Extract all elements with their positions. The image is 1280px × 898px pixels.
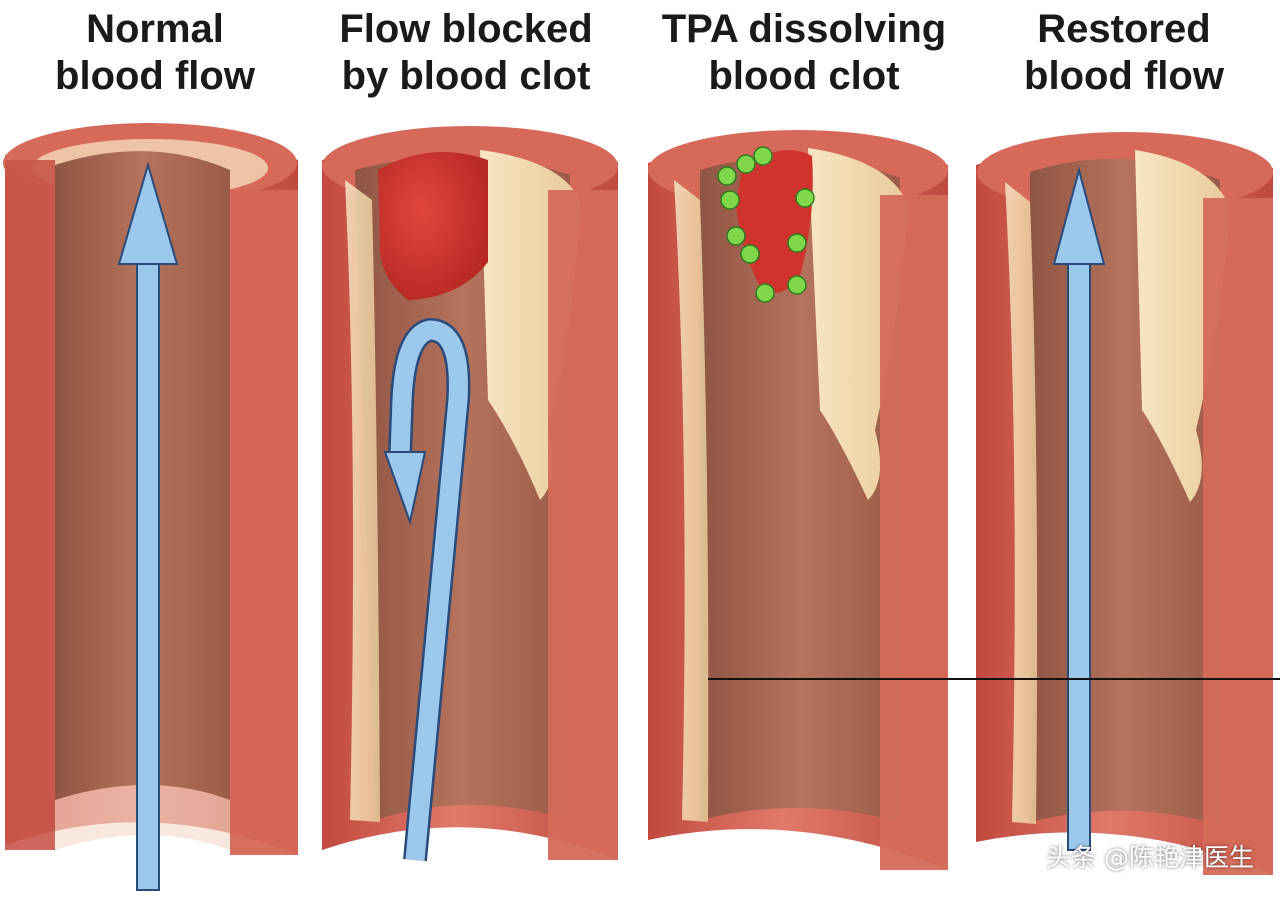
title-line-1: Flow blocked	[339, 7, 593, 51]
flow-arrow-hook	[383, 317, 471, 862]
flow-arrow-up	[117, 161, 179, 891]
title-restored-flow: Restored blood flow	[974, 6, 1274, 100]
flow-arrow-up-restored	[1052, 166, 1106, 851]
watermark: 头条 @陈艳津医生	[1046, 843, 1254, 872]
title-line-1: Normal	[86, 7, 224, 51]
title-line-1: TPA dissolving	[661, 7, 947, 51]
panel-titles: Normal blood flow Flow blocked by blood …	[0, 0, 1280, 112]
title-normal-flow: Normal blood flow	[5, 6, 305, 100]
title-tpa-dissolving: TPA dissolving blood clot	[654, 6, 954, 100]
title-line-2: blood flow	[55, 54, 255, 98]
vessel-restored	[976, 132, 1273, 875]
title-line-2: blood flow	[1024, 54, 1224, 98]
tpa-molecules	[717, 146, 815, 303]
title-line-2: by blood clot	[341, 54, 591, 98]
blood-clot	[378, 152, 488, 300]
title-flow-blocked: Flow blocked by blood clot	[316, 6, 616, 100]
title-line-1: Restored	[1037, 7, 1211, 51]
title-line-2: blood clot	[708, 54, 900, 98]
vessel-blocked	[322, 126, 618, 860]
